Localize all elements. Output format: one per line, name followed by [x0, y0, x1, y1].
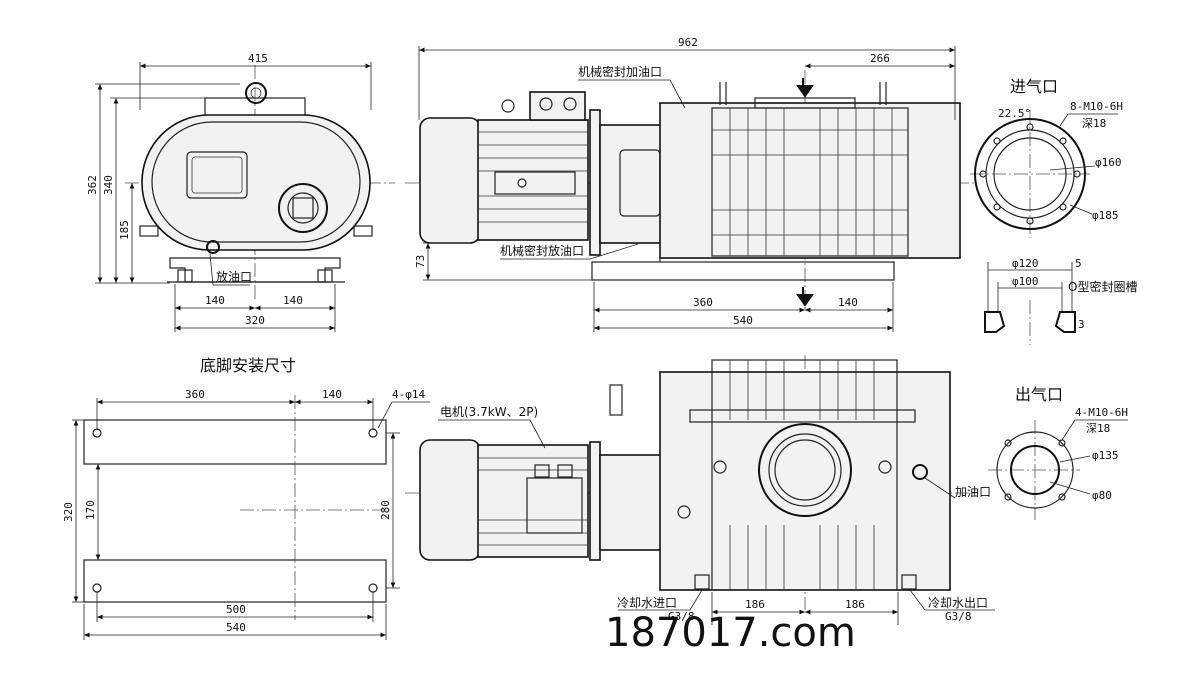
inlet-detail: 进气口 22.5° 8-M10-6H 深18 φ160 φ185 φ120 φ1… [970, 77, 1137, 345]
o-ring-groove-label: O型密封圈槽 [1068, 279, 1137, 294]
foot-layout: 底脚安装尺寸 360 140 4-φ14 320 170 280 [62, 356, 430, 640]
inlet-dim-5: 5 [1075, 257, 1082, 270]
outlet-depth: 深18 [1086, 422, 1110, 435]
dim-962: 962 [678, 36, 698, 49]
watermark: 187017.com [605, 610, 856, 656]
outlet-dia-80: φ80 [1092, 489, 1112, 502]
outlet-title: 出气口 [1015, 385, 1063, 404]
outlet-detail: 出气口 4-M10-6H 深18 φ135 φ80 [988, 385, 1128, 520]
dim-266: 266 [870, 52, 890, 65]
coolant-inlet-size: G3/8 [668, 610, 695, 623]
dim-360: 360 [693, 296, 713, 309]
coolant-outlet-size: G3/8 [945, 610, 972, 623]
foot-dim-320: 320 [62, 502, 75, 522]
inlet-dim-3: 3 [1078, 318, 1085, 331]
inlet-dia-185: φ185 [1092, 209, 1119, 222]
foot-title: 底脚安装尺寸 [200, 356, 296, 375]
foot-dim-540: 540 [226, 621, 246, 634]
dim-340: 340 [102, 175, 115, 195]
inlet-dia-160: φ160 [1095, 156, 1122, 169]
seal-fill-port-label: 机械密封加油口 [578, 64, 662, 79]
front-view: 415 362 340 185 放油口 140 140 320 [86, 52, 395, 332]
motor-label: 电机(3.7kW、2P) [440, 405, 538, 419]
inlet-depth: 深18 [1082, 117, 1106, 130]
dim-415: 415 [248, 52, 268, 65]
dim-140: 140 [838, 296, 858, 309]
outlet-bolt-spec: 4-M10-6H [1075, 406, 1128, 419]
foot-dim-280: 280 [379, 500, 392, 520]
side-view: 962 266 机械密封加油口 机械密封放油口 73 360 140 540 [405, 36, 975, 332]
dim-540: 540 [733, 314, 753, 327]
outlet-dia-135: φ135 [1092, 449, 1119, 462]
dim-186-right: 186 [845, 598, 865, 611]
dim-320: 320 [245, 314, 265, 327]
foot-hole-spec: 4-φ14 [392, 388, 425, 401]
dim-186-left: 186 [745, 598, 765, 611]
coolant-inlet-label: 冷却水进口 [617, 596, 677, 610]
inlet-title: 进气口 [1010, 77, 1058, 96]
dim-140-right: 140 [283, 294, 303, 307]
oil-fill-port-label: 加油口 [955, 485, 991, 499]
dim-73: 73 [414, 255, 427, 268]
inlet-dia-120: φ120 [1012, 257, 1039, 270]
inlet-bolt-spec: 8-M10-6H [1070, 100, 1123, 113]
foot-dim-360: 360 [185, 388, 205, 401]
drain-port-label: 放油口 [216, 269, 252, 284]
foot-dim-140: 140 [322, 388, 342, 401]
dim-362: 362 [86, 175, 99, 195]
inlet-dia-100: φ100 [1012, 275, 1039, 288]
dim-185: 185 [118, 220, 131, 240]
foot-dim-170: 170 [84, 500, 97, 520]
seal-drain-port-label: 机械密封放油口 [500, 243, 584, 258]
coolant-outlet-label: 冷却水出口 [928, 596, 988, 610]
foot-dim-500: 500 [226, 603, 246, 616]
top-view: 电机(3.7kW、2P) 加油口 冷却水进口 G3/8 冷却水出口 G3/8 1… [405, 355, 995, 625]
inlet-angle: 22.5° [998, 107, 1031, 120]
dim-140-left: 140 [205, 294, 225, 307]
